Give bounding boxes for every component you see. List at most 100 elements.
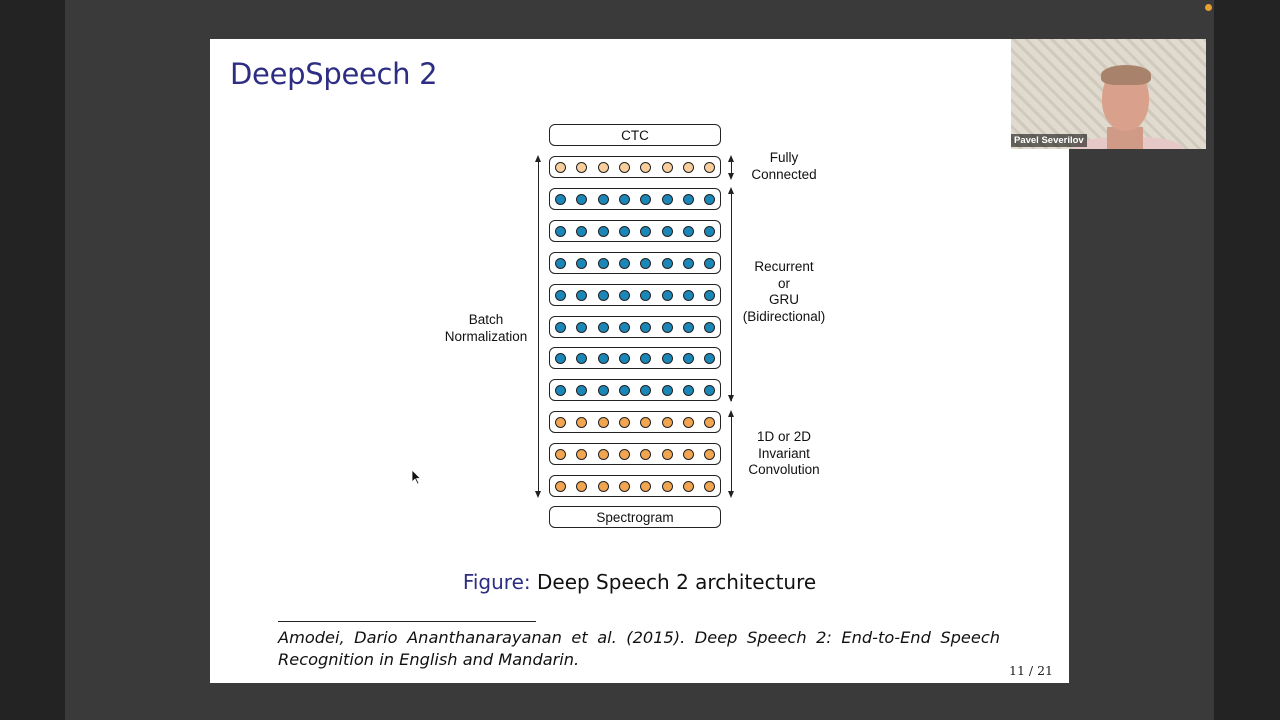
neuron-node [618, 289, 630, 301]
neuron-node [640, 225, 652, 237]
neuron-node [618, 257, 630, 269]
batchnorm-arrow-up-icon [535, 155, 541, 162]
fc-bracket-line [731, 157, 732, 178]
neuron-node [576, 353, 588, 365]
neuron-node [640, 321, 652, 333]
webcam-video-tile[interactable]: Pavel Severilov [1011, 39, 1206, 149]
layer-convolution [549, 411, 721, 434]
neuron-node [618, 385, 630, 397]
figure-caption-text: Deep Speech 2 architecture [536, 570, 817, 594]
neuron-node [597, 481, 609, 492]
neuron-node [682, 481, 694, 492]
rnn-arrow-up-icon [728, 187, 734, 194]
neuron-node [576, 321, 588, 333]
neuron-node [597, 417, 609, 429]
neuron-node [682, 417, 694, 429]
neuron-node [597, 289, 609, 301]
neuron-node [661, 385, 673, 397]
neuron-node [682, 321, 694, 333]
right-frame [1214, 0, 1280, 720]
neuron-node [555, 481, 566, 492]
fc-label: Fully Connected [751, 150, 817, 182]
neuron-node [597, 449, 609, 461]
layer-recurrent [549, 379, 721, 402]
neuron-node [682, 162, 694, 173]
layer-recurrent [549, 347, 721, 370]
neuron-node [661, 481, 673, 492]
presentation-slide: DeepSpeech 2 CTC Spectrogram Batch Norma… [210, 39, 1069, 683]
participant-name-tag: Pavel Severilov [1011, 134, 1087, 147]
neuron-node [704, 449, 716, 461]
neuron-node [618, 193, 630, 205]
neuron-node [640, 481, 652, 492]
neuron-node [555, 193, 566, 205]
neuron-node [661, 162, 673, 173]
batchnorm-label: Batch Normalization [444, 312, 528, 344]
neuron-node [661, 225, 673, 237]
neuron-node [555, 385, 566, 397]
batchnorm-arrow-down-icon [535, 491, 541, 498]
neuron-node [682, 353, 694, 365]
figure-prefix: Figure: [462, 570, 531, 594]
neuron-node [597, 162, 609, 173]
participant-neck [1107, 127, 1143, 149]
layer-recurrent [549, 219, 721, 242]
neuron-node [704, 385, 716, 397]
neuron-node [555, 225, 566, 237]
neuron-node [704, 321, 716, 333]
neuron-node [704, 481, 716, 492]
left-frame [0, 0, 65, 720]
recording-indicator-icon [1205, 4, 1212, 11]
spectrogram-box: Spectrogram [549, 506, 721, 528]
neuron-node [555, 257, 566, 269]
neuron-node [640, 193, 652, 205]
neuron-node [661, 193, 673, 205]
neuron-node [640, 353, 652, 365]
neuron-node [640, 449, 652, 461]
neuron-node [661, 321, 673, 333]
neuron-node [597, 225, 609, 237]
batchnorm-bracket-line [538, 157, 539, 496]
neuron-node [704, 289, 716, 301]
layer-recurrent [549, 315, 721, 338]
conv-arrow-up-icon [728, 410, 734, 417]
neuron-node [597, 321, 609, 333]
neuron-node [576, 257, 588, 269]
neuron-node [704, 353, 716, 365]
layer-recurrent [549, 187, 721, 210]
neuron-node [618, 162, 630, 173]
fc-arrow-down-icon [728, 173, 734, 180]
neuron-node [618, 321, 630, 333]
conv-bracket-line [731, 412, 732, 496]
neuron-node [640, 385, 652, 397]
neuron-node [618, 449, 630, 461]
neuron-node [704, 257, 716, 269]
neuron-node [704, 417, 716, 429]
neuron-node [704, 162, 716, 173]
figure-caption: Figure: Deep Speech 2 architecture [210, 570, 1069, 594]
neuron-node [576, 225, 588, 237]
neuron-node [640, 289, 652, 301]
neuron-node [618, 225, 630, 237]
layer-recurrent [549, 283, 721, 306]
footnote-citation: Amodei, Dario Ananthanarayanan et al. (2… [278, 628, 1000, 669]
neuron-node [704, 193, 716, 205]
neuron-node [576, 449, 588, 461]
neuron-node [576, 193, 588, 205]
neuron-node [682, 225, 694, 237]
neuron-node [661, 417, 673, 429]
neuron-node [555, 353, 566, 365]
neuron-node [682, 193, 694, 205]
neuron-node [576, 289, 588, 301]
neuron-node [597, 385, 609, 397]
neuron-node [682, 449, 694, 461]
neuron-node [661, 353, 673, 365]
neuron-node [640, 257, 652, 269]
rnn-label: Recurrent or GRU (Bidirectional) [742, 259, 826, 324]
neuron-node [682, 289, 694, 301]
conv-label: 1D or 2D Invariant Convolution [748, 429, 820, 477]
neuron-node [597, 193, 609, 205]
neuron-node [618, 353, 630, 365]
neuron-node [597, 257, 609, 269]
neuron-node [555, 162, 566, 173]
